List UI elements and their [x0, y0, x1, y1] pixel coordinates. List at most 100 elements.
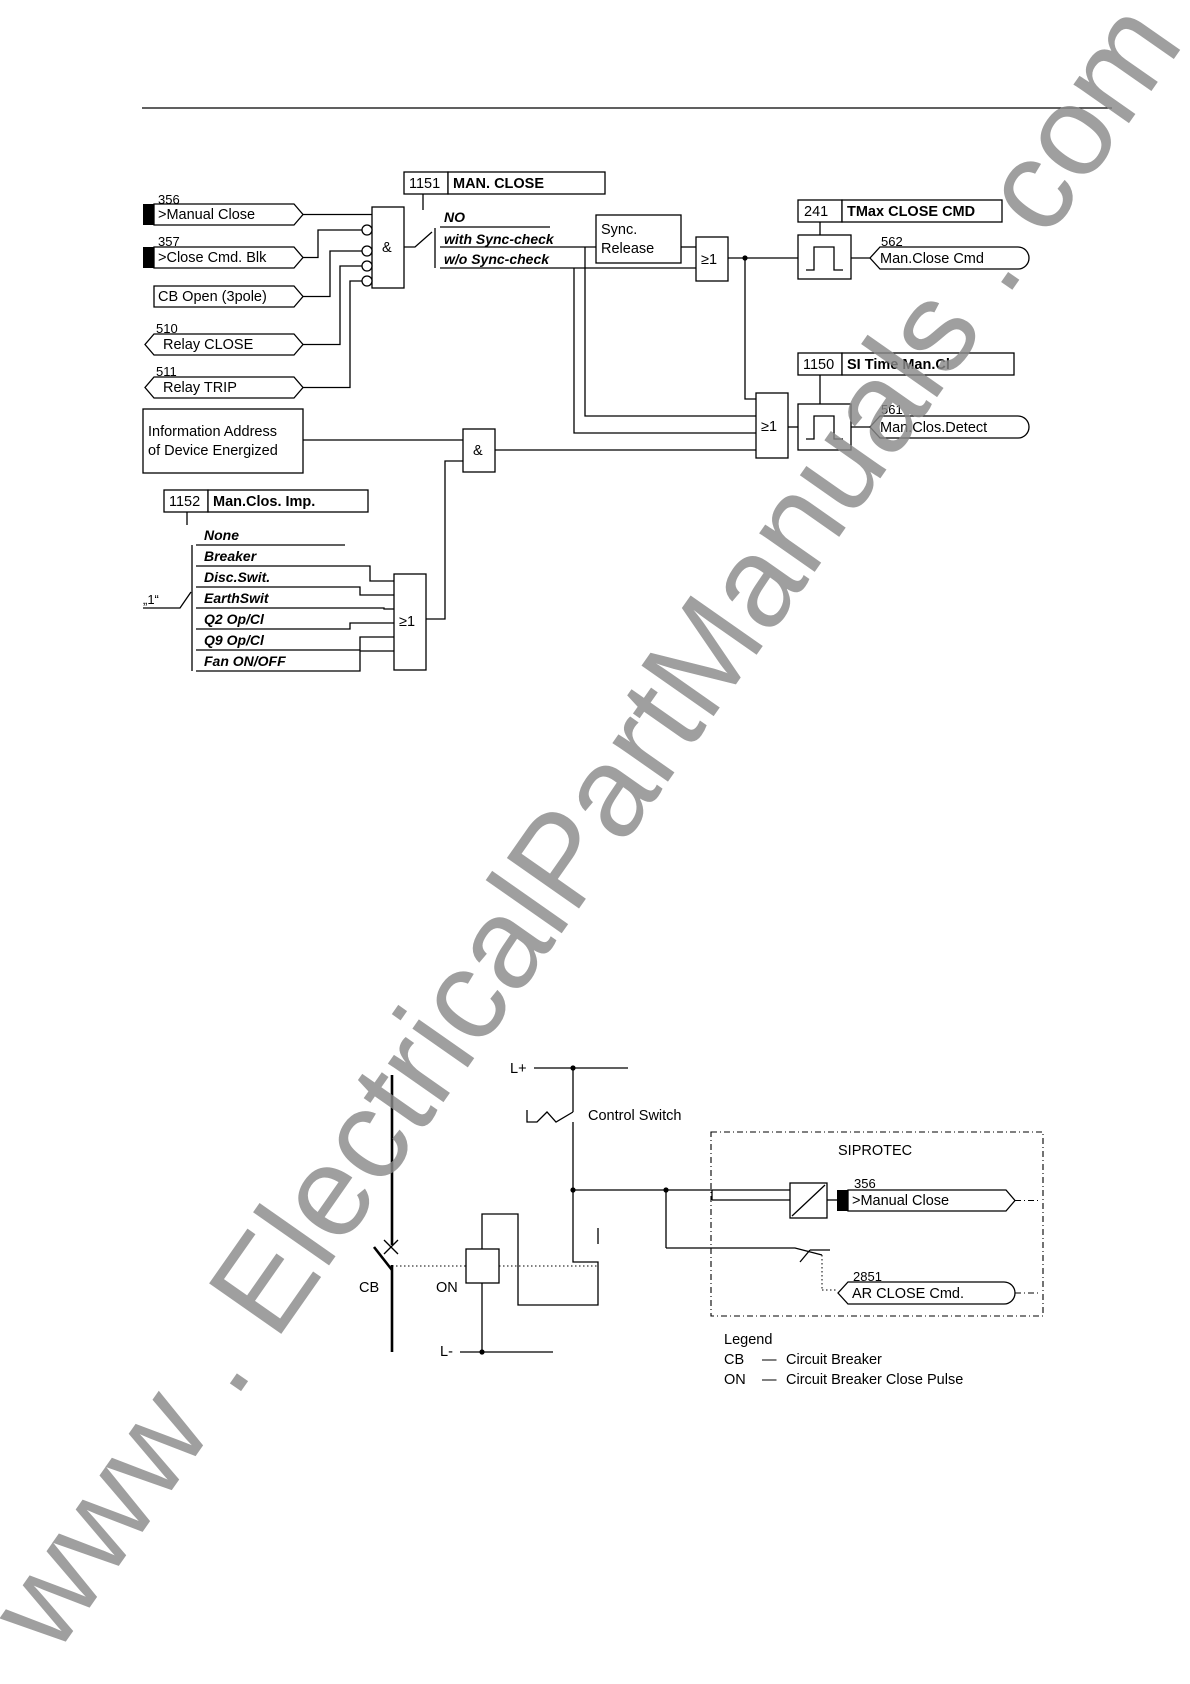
param-name-box: [841, 199, 1003, 223]
siprotec-output-flag: [837, 1281, 1016, 1305]
output-man-clos-detect: 561 Man.Clos.Detect: [869, 402, 1030, 439]
and-gate-frame: [462, 428, 496, 473]
param-man-close-name: MAN. CLOSE: [453, 176, 544, 192]
option-breaker: Breaker: [204, 548, 258, 564]
or-gate-frame: [695, 236, 729, 282]
param-name-box: [447, 171, 606, 195]
or-gate-frame: [393, 573, 427, 671]
ar-contact: [712, 1247, 823, 1256]
or-gate-detect: ≥1: [755, 392, 789, 459]
legend-abbr-on: ON: [724, 1372, 746, 1388]
selector-switch: [404, 231, 433, 248]
legend-dash-cb: —: [762, 1352, 777, 1368]
control-switch-label: Control Switch: [588, 1108, 681, 1124]
binary-input-marker: [143, 247, 154, 268]
param-man-clos-imp-number: 1152: [169, 494, 200, 510]
or-gate-symbol: ≥1: [399, 614, 415, 630]
param-si-time-name: SI Time Man.Cl: [847, 357, 950, 373]
negation-circle: [361, 275, 373, 287]
option-none: None: [204, 527, 239, 543]
input-flag: [153, 285, 304, 308]
param-si-time-number: 1150: [803, 357, 834, 373]
binary-input-marker: [143, 204, 154, 225]
or-gate-symbol: ≥1: [701, 252, 717, 268]
and-input-wires: [303, 213, 372, 389]
input-cb-open: CB Open (3pole): [153, 285, 304, 308]
or-gate-imp: ≥1: [393, 573, 427, 671]
input-relay-trip: 511 Relay TRIP: [144, 364, 304, 399]
param-man-clos-imp-name: Man.Clos. Imp.: [213, 494, 315, 510]
legend-text-on: Circuit Breaker Close Pulse: [786, 1372, 963, 1388]
negation-circle: [361, 260, 373, 272]
on-label: ON: [436, 1280, 458, 1296]
input-close-cmd-blk-number: 357: [158, 234, 180, 249]
siprotec-2851-number: 2851: [853, 1269, 882, 1284]
siprotec-boundary: [710, 1131, 1044, 1317]
input-relay-trip-label: Relay TRIP: [163, 380, 237, 396]
param-tmax-close-cmd: 241 TMax CLOSE CMD: [797, 199, 1003, 280]
legend-text-cb: Circuit Breaker: [786, 1352, 882, 1368]
l-plus-label: L+: [510, 1061, 527, 1077]
output-561-label: Man.Clos.Detect: [880, 420, 987, 436]
and-gate-symbol: &: [382, 240, 392, 256]
output-562-label: Man.Close Cmd: [880, 251, 984, 267]
l-minus-label: L-: [440, 1344, 453, 1360]
input-cb-open-label: CB Open (3pole): [158, 289, 267, 305]
logic-diagram: 356 >Manual Close 357 >Close Cmd. Blk CB…: [142, 171, 1030, 672]
input-flag: [144, 376, 304, 399]
legend: Legend CB — Circuit Breaker ON — Circuit…: [724, 1332, 963, 1388]
input-manual-close-label: >Manual Close: [158, 207, 255, 223]
wiring-diagram: L+ Control Switch CB ON L-: [359, 1061, 1044, 1388]
or-input-wires: [596, 246, 798, 269]
legend-abbr-cb: CB: [724, 1352, 744, 1368]
info-address-line2: of Device Energized: [148, 443, 278, 459]
output-man-close-cmd: 562 Man.Close Cmd: [869, 234, 1030, 270]
or-gate-close: ≥1: [695, 236, 729, 282]
legend-title: Legend: [724, 1332, 772, 1348]
output-562-number: 562: [881, 234, 903, 249]
option-q9: Q9 Op/Cl: [204, 632, 265, 648]
param-tmax-name: TMax CLOSE CMD: [847, 204, 975, 220]
param-tmax-number: 241: [804, 204, 828, 220]
info-address-line1: Information Address: [148, 424, 277, 440]
output-flag: [869, 415, 1030, 439]
and-gate-main: &: [361, 206, 405, 289]
param-name-box: [207, 489, 369, 513]
constant-one: „1“: [143, 592, 159, 607]
cb-label: CB: [359, 1280, 379, 1296]
input-close-cmd-blk-label: >Close Cmd. Blk: [158, 250, 267, 266]
siprotec-label: SIPROTEC: [838, 1143, 912, 1159]
option-q2: Q2 Op/Cl: [204, 611, 265, 627]
siprotec-356-label: >Manual Close: [852, 1193, 949, 1209]
option-fan: Fan ON/OFF: [204, 653, 286, 669]
input-manual-close-number: 356: [158, 192, 180, 207]
sync-release-box: Sync. Release: [595, 214, 682, 264]
sync-release-line1: Sync.: [601, 222, 637, 238]
info-address-box: Information Address of Device Energized: [142, 408, 304, 474]
input-flag: [144, 333, 304, 356]
param-man-clos-imp: 1152 Man.Clos. Imp. None Breaker Disc.Sw…: [143, 489, 394, 672]
pulse-symbol: [806, 415, 843, 440]
option-wo-sync-check: w/o Sync-check: [444, 251, 550, 267]
input-close-cmd-blk: 357 >Close Cmd. Blk: [143, 234, 304, 269]
or-gate-frame: [755, 392, 789, 459]
legend-dash-on: —: [762, 1372, 777, 1388]
input-relay-close-number: 510: [156, 321, 178, 336]
param-name-box: [841, 352, 1015, 376]
param-man-close: 1151 MAN. CLOSE NO with Sync-check w/o S…: [403, 171, 606, 269]
input-manual-close: 356 >Manual Close: [143, 192, 304, 226]
input-relay-trip-number: 511: [156, 364, 177, 379]
negation-circle: [361, 245, 373, 257]
sync-release-frame: [595, 214, 682, 264]
option-with-sync-check: with Sync-check: [444, 231, 555, 247]
and-gate-energized: &: [462, 428, 496, 473]
pulse-symbol: [806, 246, 843, 271]
output-flag: [869, 246, 1030, 270]
or-gate-symbol: ≥1: [761, 419, 777, 435]
option-no: NO: [444, 209, 465, 225]
and-gate-symbol: &: [473, 443, 483, 459]
siprotec-356-number: 356: [854, 1176, 876, 1191]
input-relay-close: 510 Relay CLOSE: [144, 321, 304, 356]
